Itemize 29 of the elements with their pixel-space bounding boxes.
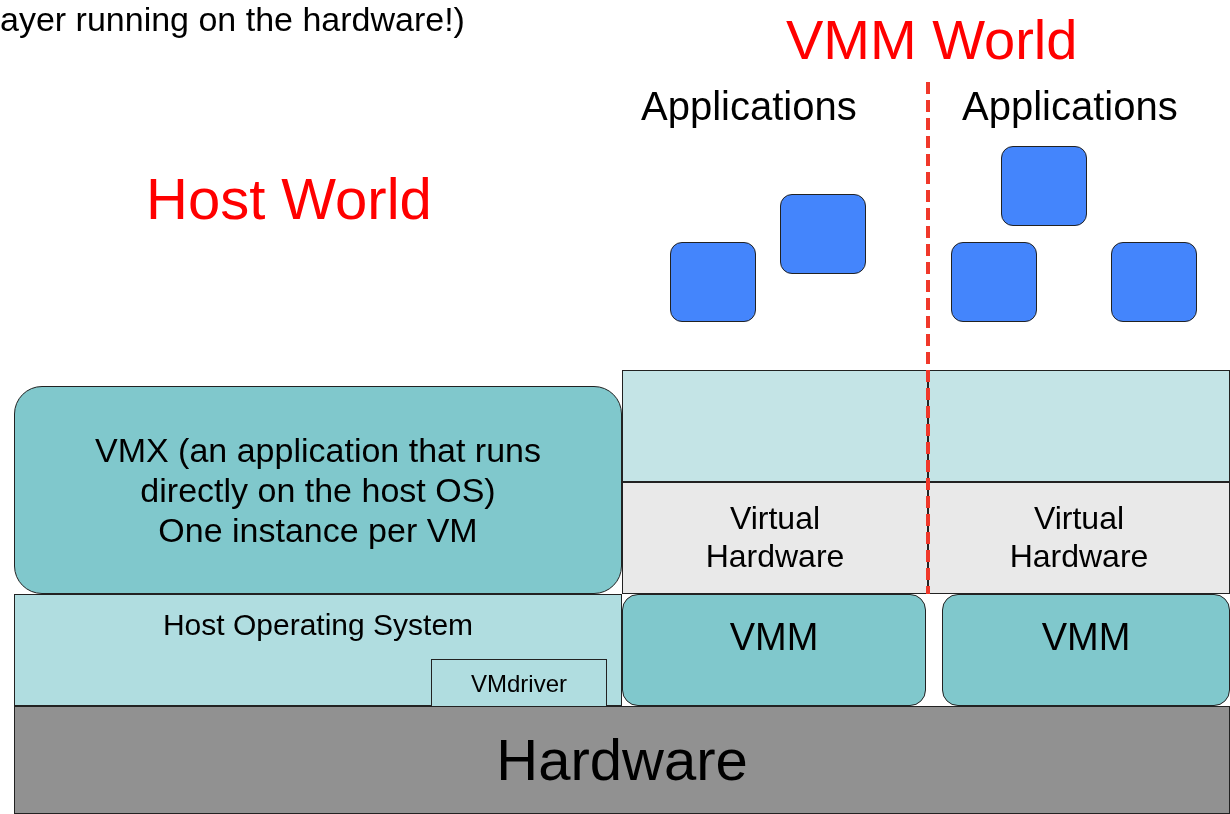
application-square: [622, 370, 928, 482]
box-text: Virtual Hardware: [1008, 500, 1150, 576]
region-title: Host World: [146, 170, 432, 228]
layer-box: [14, 594, 622, 706]
application-square: [780, 194, 866, 274]
layer-box: [622, 482, 928, 594]
box-text: Hardware: [496, 725, 748, 794]
box-text: VMM: [729, 615, 819, 660]
box-text: VMdriver: [471, 669, 567, 699]
layer-label: Applications: [641, 86, 857, 126]
application-square: [951, 242, 1037, 322]
box-text: VMM: [1041, 615, 1131, 660]
region-title: VMM World: [786, 12, 1078, 68]
layer-box: [14, 386, 622, 594]
layer-box: [14, 706, 1230, 814]
application-square: [1111, 242, 1197, 322]
layer-box: [431, 659, 607, 709]
box-text: Host Operating System: [162, 607, 474, 643]
layer-label: Applications: [962, 86, 1178, 126]
application-square: [670, 242, 756, 322]
application-square: [1001, 146, 1087, 226]
layer-box: [622, 594, 926, 706]
box-text: Virtual Hardware: [704, 500, 846, 576]
application-square: [928, 370, 1230, 482]
layer-box: [942, 594, 1230, 706]
layer-box: [928, 482, 1230, 594]
heading-text: ayer running on the hardware!): [0, 2, 465, 36]
box-text: VMX (an application that runs directly on the host OS): [94, 429, 542, 511]
box-text: One instance per VM: [158, 510, 478, 551]
